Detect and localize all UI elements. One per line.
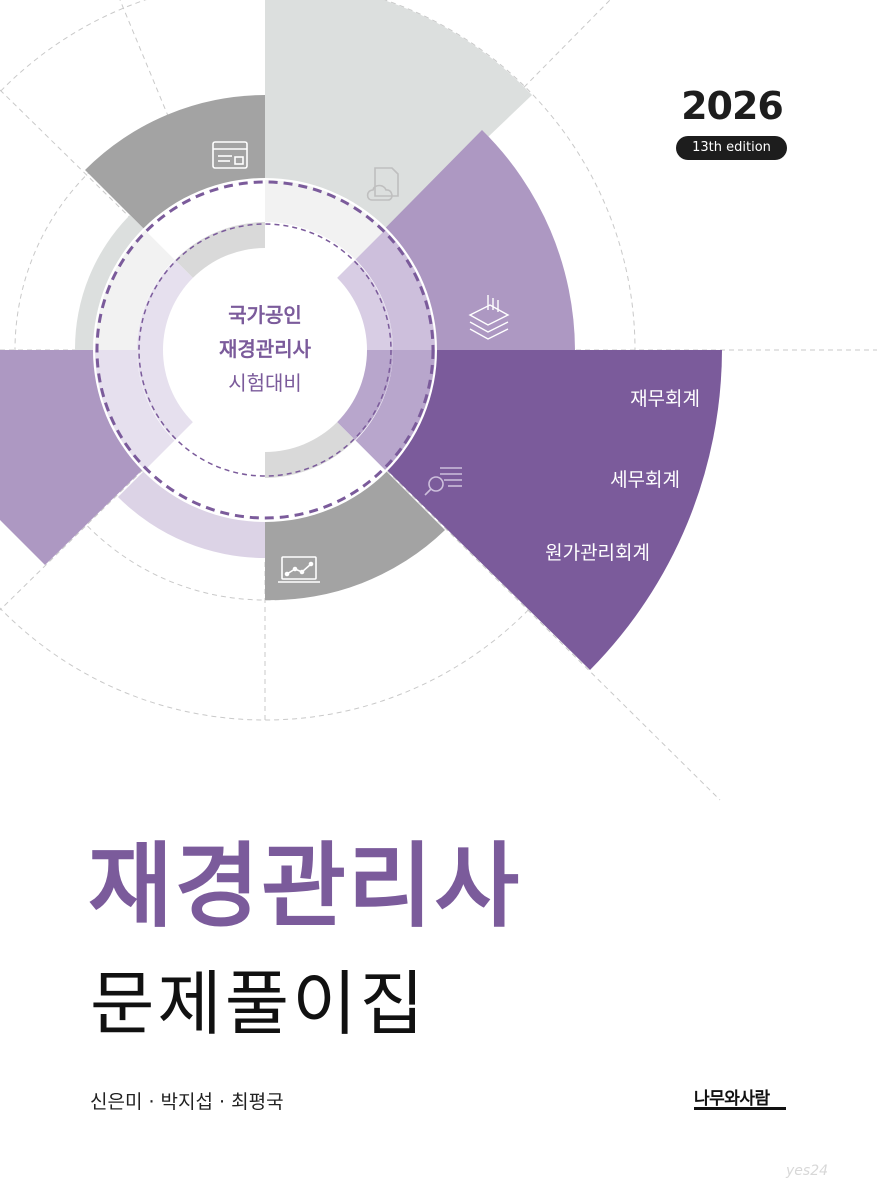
publisher-underline	[694, 1107, 786, 1110]
center-label: 국가공인 재경관리사 시험대비	[162, 298, 368, 400]
stacked-chart-icon	[468, 295, 510, 340]
cloud-document-icon	[366, 167, 399, 201]
subject-financial-accounting: 재무회계	[630, 388, 700, 410]
subject-cost-accounting: 원가관리회계	[545, 542, 650, 564]
search-document-icon	[424, 467, 462, 496]
book-subtitle: 문제풀이집	[90, 963, 427, 1045]
subject-tax-accounting: 세무회계	[610, 469, 680, 491]
watermark: yes24	[786, 1163, 829, 1179]
book-title: 재경관리사	[88, 833, 522, 940]
center-line-2: 재경관리사	[219, 337, 311, 361]
authors: 신은미 · 박지섭 · 최평국	[90, 1091, 284, 1113]
laptop-chart-icon	[278, 556, 320, 583]
browser-lock-icon	[212, 141, 248, 169]
center-line-3: 시험대비	[228, 371, 302, 395]
publisher-logo: 나무와사람	[694, 1089, 770, 1109]
edition-badge: 13th edition	[676, 136, 787, 160]
edition-year: 2026	[681, 84, 784, 128]
center-line-1: 국가공인	[228, 303, 302, 327]
